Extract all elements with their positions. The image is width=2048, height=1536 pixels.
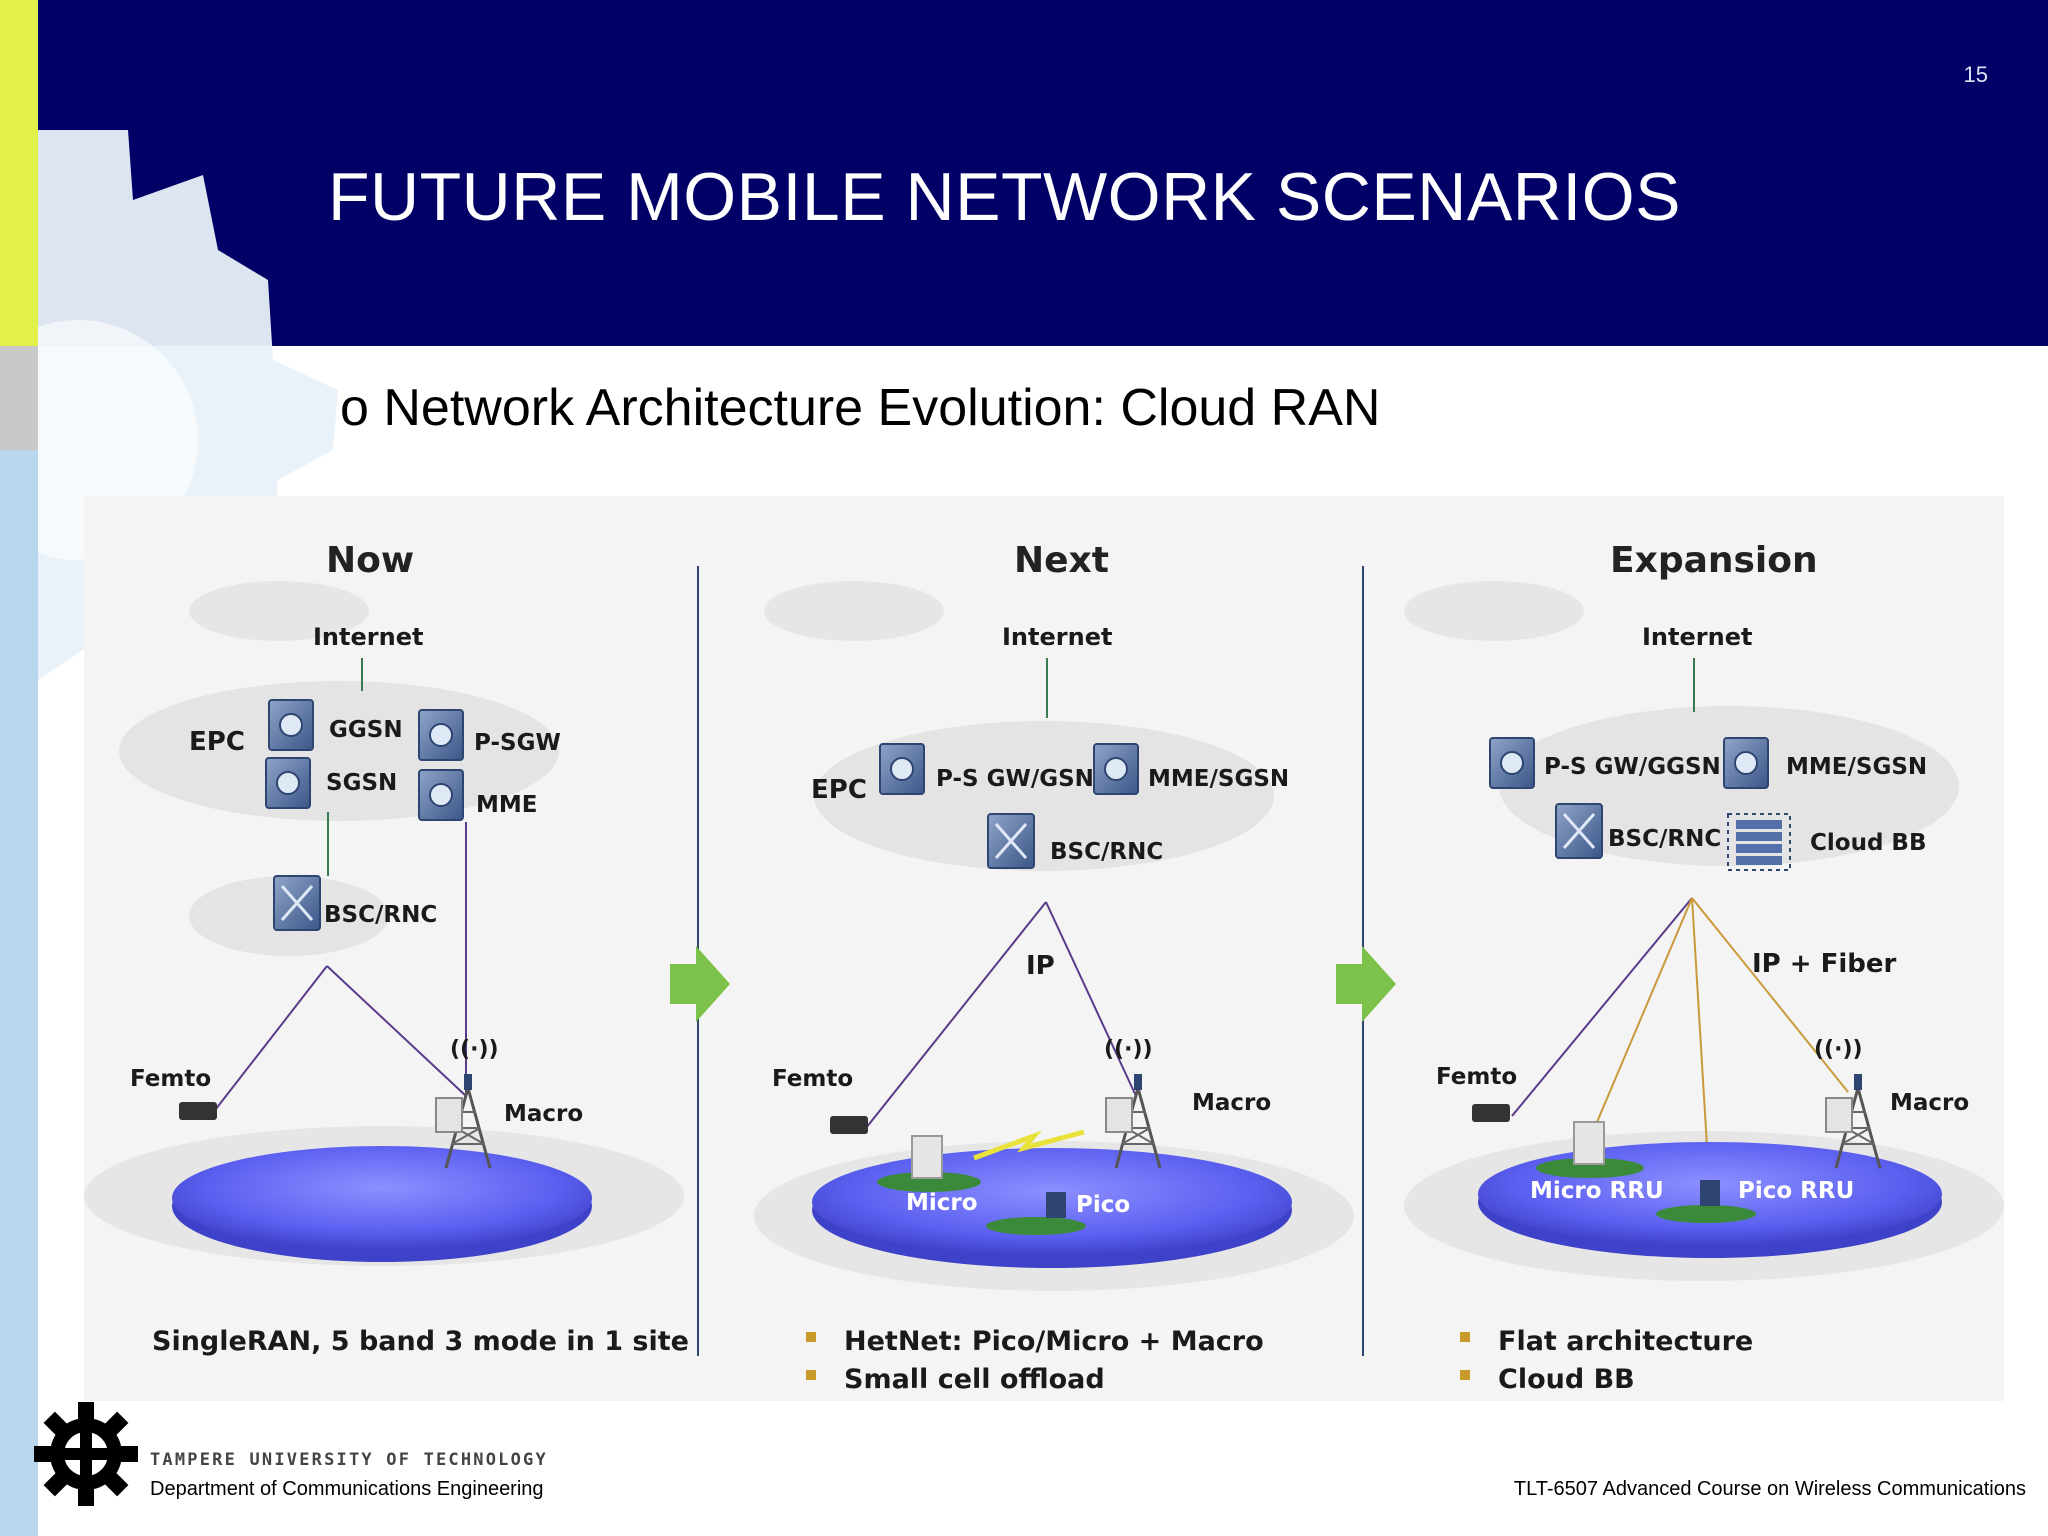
router-icon xyxy=(986,812,1036,870)
femto-box-icon xyxy=(1472,1104,1510,1122)
now-node-mme: MME xyxy=(476,792,538,818)
expansion-bullet-1: Flat architecture xyxy=(1498,1326,1753,1357)
expansion-heading: Expansion xyxy=(1610,540,1818,581)
next-macro-label: Macro xyxy=(1192,1090,1271,1116)
server-icon xyxy=(418,709,464,761)
expansion-node-mmesgsn: MME/SGSN xyxy=(1786,754,1927,780)
next-arrow-icon xyxy=(1336,946,1396,1022)
next-bullet-2: Small cell offload xyxy=(844,1364,1105,1395)
cloud-ran-diagram: Now Internet EPC GGSN P-SGW SGSN MME BSC… xyxy=(84,496,2004,1401)
slide-subtitle: o Network Architecture Evolution: Cloud … xyxy=(340,379,1381,437)
coverage-disc xyxy=(172,1146,592,1250)
accent-stripe xyxy=(0,0,38,346)
now-node-ggsn: GGSN xyxy=(329,717,403,743)
expansion-pico-rru-label: Pico RRU xyxy=(1738,1178,1854,1204)
next-femto-label: Femto xyxy=(772,1066,853,1092)
next-epc-label: EPC xyxy=(811,775,867,805)
expansion-node-cloudbb: Cloud BB xyxy=(1810,830,1926,856)
next-arrow-icon xyxy=(670,946,730,1022)
server-icon xyxy=(268,699,314,751)
now-epc-label: EPC xyxy=(189,727,245,757)
now-internet-label: Internet xyxy=(313,623,423,651)
side-stripe xyxy=(0,450,38,1536)
server-icon xyxy=(1723,737,1769,789)
server-icon xyxy=(879,743,925,795)
expansion-macro-label: Macro xyxy=(1890,1090,1969,1116)
svg-text:((·)): ((·)) xyxy=(1814,1037,1863,1062)
next-pico-label: Pico xyxy=(1076,1192,1130,1218)
next-internet-label: Internet xyxy=(1002,623,1112,651)
next-node-psgw: P-S GW/GSN xyxy=(936,766,1094,792)
next-micro-label: Micro xyxy=(906,1190,978,1216)
next-node-bscrnc: BSC/RNC xyxy=(1050,839,1163,865)
expansion-link-label: IP + Fiber xyxy=(1752,949,1897,979)
server-icon xyxy=(1093,743,1139,795)
header-bar xyxy=(0,0,2048,346)
svg-text:((·)): ((·)) xyxy=(450,1037,499,1062)
router-icon xyxy=(272,874,322,932)
next-heading: Next xyxy=(1014,540,1109,581)
expansion-node-psgw: P-S GW/GGSN xyxy=(1544,754,1721,780)
next-link-label: IP xyxy=(1026,951,1055,981)
now-heading: Now xyxy=(326,540,414,581)
pico-cell-icon xyxy=(1046,1192,1066,1218)
expansion-internet-label: Internet xyxy=(1642,623,1752,651)
router-icon xyxy=(1554,802,1604,860)
now-femto-label: Femto xyxy=(130,1066,211,1092)
slide-title: FUTURE MOBILE NETWORK SCENARIOS xyxy=(328,159,1681,235)
expansion-femto-label: Femto xyxy=(1436,1064,1517,1090)
course-name: TLT-6507 Advanced Course on Wireless Com… xyxy=(1513,1478,2026,1500)
now-caption: SingleRAN, 5 band 3 mode in 1 site xyxy=(152,1326,689,1357)
next-node-mmesgsn: MME/SGSN xyxy=(1148,766,1289,792)
femto-box-icon xyxy=(830,1116,868,1134)
micro-cell-icon xyxy=(911,1135,943,1179)
university-name: TAMPERE UNIVERSITY OF TECHNOLOGY xyxy=(150,1450,548,1470)
lightning-icon xyxy=(973,1129,1085,1161)
now-node-psgw: P-SGW xyxy=(474,730,561,756)
svg-text:((·)): ((·)) xyxy=(1104,1037,1153,1062)
now-macro-label: Macro xyxy=(504,1101,583,1127)
femto-box-icon xyxy=(179,1102,217,1120)
server-icon xyxy=(418,769,464,821)
expansion-bullet-2: Cloud BB xyxy=(1498,1364,1635,1395)
now-node-sgsn: SGSN xyxy=(326,770,397,796)
expansion-micro-rru-label: Micro RRU xyxy=(1530,1178,1664,1204)
micro-rru-icon xyxy=(1573,1121,1605,1165)
gray-stripe xyxy=(0,346,38,450)
department-name: Department of Communications Engineering xyxy=(150,1478,544,1500)
gear-icon xyxy=(34,1402,138,1506)
pico-rru-icon xyxy=(1700,1180,1720,1206)
server-icon xyxy=(265,757,311,809)
next-bullet-1: HetNet: Pico/Micro + Macro xyxy=(844,1326,1264,1357)
now-node-bscrnc: BSC/RNC xyxy=(324,902,437,928)
server-icon xyxy=(1489,737,1535,789)
page-number: 15 xyxy=(1963,62,1988,87)
cloud-bb-icon xyxy=(1736,820,1782,865)
expansion-node-bscrnc: BSC/RNC xyxy=(1608,826,1721,852)
